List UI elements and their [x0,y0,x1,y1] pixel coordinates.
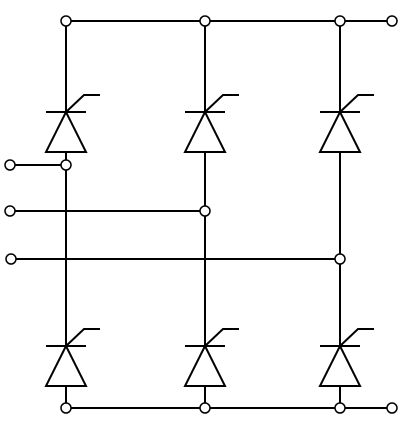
thyristor-T5-lower [183,328,239,387]
thyristor-T1-upper [44,94,100,153]
node-top-leg-2 [199,15,211,27]
thyristor-T6-lower [318,328,374,387]
node-leg-3-ac [334,253,346,265]
terminal-dc-negative [386,402,398,414]
node-top-leg-3 [334,15,346,27]
terminal-ac-input-2 [4,205,16,217]
terminal-ac-input-1 [4,159,16,171]
thyristor-T2-upper [183,94,239,153]
node-bottom-leg-2 [199,402,211,414]
node-bottom-leg-3 [334,402,346,414]
node-leg-1-ac [60,159,72,171]
terminal-ac-input-3 [5,253,17,265]
thyristor-T4-lower [44,328,100,387]
terminal-dc-positive [386,15,398,27]
thyristor-T3-upper [318,94,374,153]
node-leg-2-ac [199,205,211,217]
node-bottom-leg-1 [60,402,72,414]
node-top-leg-1 [60,15,72,27]
